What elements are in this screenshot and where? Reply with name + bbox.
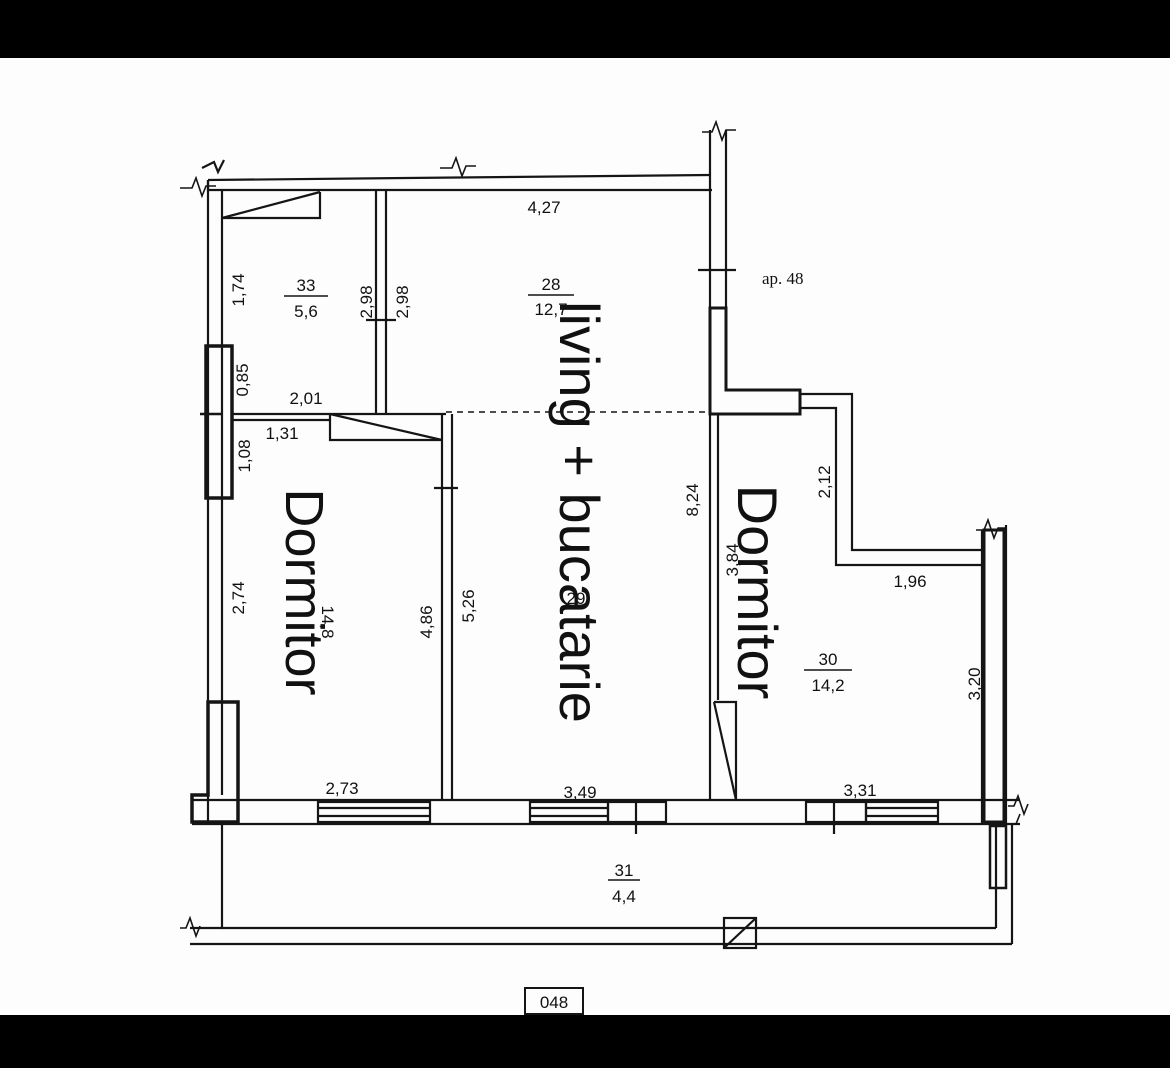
dim-bedroom-left-depth: 4,86 <box>417 605 436 638</box>
dim-hall-width: 2,01 <box>289 389 322 408</box>
room-number-living-lower: 29 <box>567 589 586 608</box>
room-area-bedroom-right: 14,2 <box>811 676 844 695</box>
label-bedroom-right: Dormitor <box>726 485 789 700</box>
window-right <box>982 528 1006 824</box>
room-number-bedroom-right: 30 <box>819 650 838 669</box>
plan-tag: 048 <box>540 993 568 1012</box>
pillar-left-lower <box>190 700 240 824</box>
dim-right-lower-height: 3,20 <box>965 667 984 700</box>
room-area-living: 12,7 <box>534 300 567 319</box>
room-number-living: 28 <box>542 275 561 294</box>
dim-bedroom-right-width: 3,31 <box>843 781 876 800</box>
dim-right-step-height: 2,12 <box>815 465 834 498</box>
walls <box>180 119 1029 950</box>
window-bedroom-left <box>316 800 432 824</box>
dim-left-window-height: 1,08 <box>235 439 254 472</box>
dim-bath-partition-right: 2,98 <box>393 285 412 318</box>
balcony-drain <box>722 916 758 950</box>
room-area-bedroom-left: 14,8 <box>318 605 337 638</box>
dim-living-depth: 5,26 <box>459 589 478 622</box>
wall-step-outer <box>800 406 982 567</box>
dim-bedroom-left-width: 2,73 <box>325 779 358 798</box>
dim-window-pier: 0,85 <box>233 363 252 396</box>
apartment-label: ap. 48 <box>762 269 804 288</box>
dim-closet-width: 1,31 <box>265 424 298 443</box>
room-area-balcony: 4,4 <box>612 887 636 906</box>
dim-bath-partition-left: 2,98 <box>357 285 376 318</box>
dim-living-width: 3,49 <box>563 783 596 802</box>
wall-top-outer <box>207 173 711 182</box>
dim-left-lower-height: 2,74 <box>229 581 248 614</box>
room-number-bathroom: 33 <box>297 276 316 295</box>
label-living-kitchen: living + bucatarie <box>548 301 611 723</box>
dim-right-step-width: 1,96 <box>893 572 926 591</box>
room-number-balcony: 31 <box>615 861 634 880</box>
room-area-bathroom: 5,6 <box>294 302 318 321</box>
plan-tag-box <box>524 987 584 1015</box>
dim-right-wall-total: 8,24 <box>683 483 702 516</box>
window-left-upper <box>204 344 234 500</box>
wall-step-inner <box>800 392 982 552</box>
paper <box>0 58 1170 1015</box>
dim-bath-height: 1,74 <box>229 273 248 306</box>
dim-right-partition: 3,84 <box>723 543 742 576</box>
label-bedroom-left: Dormitor <box>274 488 334 695</box>
dim-top-living-width: 4,27 <box>527 198 560 217</box>
